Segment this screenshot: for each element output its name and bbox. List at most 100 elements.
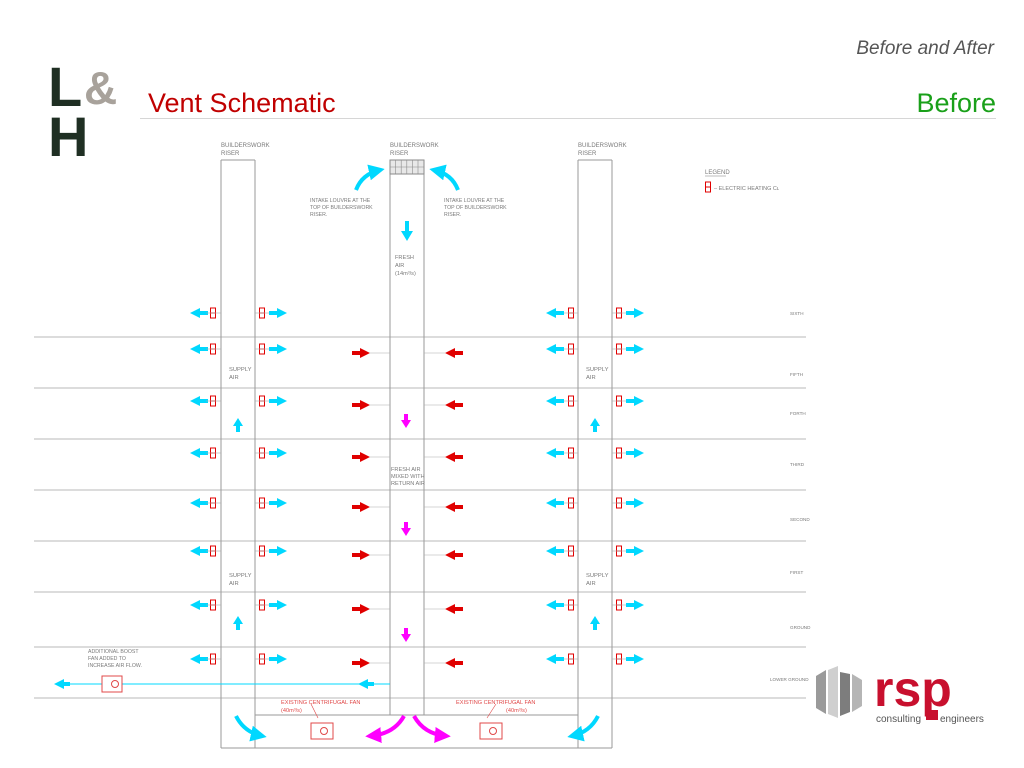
supply-arrow-left (546, 654, 564, 664)
return-arrow-right (352, 400, 370, 410)
boost-inlet-arrow (358, 679, 374, 689)
fan-rotor (489, 727, 497, 735)
supply-arrow-left (546, 308, 564, 318)
supply-air-label: AIR (586, 375, 596, 381)
fresh-air-label: FRESH (395, 255, 414, 261)
slide-subtitle: Before and After (856, 38, 994, 59)
supply-arrow-right (626, 396, 644, 406)
supply-arrow-up (590, 616, 600, 630)
fan-note-right: EXISTING CENTRIFUGAL FAN (456, 700, 535, 706)
supply-arrow-right (269, 344, 287, 354)
intake-louvre (389, 159, 425, 175)
mixed-air-label: MIXED WITH (391, 474, 425, 480)
return-arrow-left (445, 604, 463, 614)
return-arrow-right (352, 452, 370, 462)
boost-fan-note: ADDITIONAL BOOST (88, 649, 139, 655)
mixed-air-label: RETURN AIR (391, 481, 425, 487)
supply-arrow-right (626, 344, 644, 354)
floor-label: SIXTH (790, 311, 804, 316)
mixed-arrow-down (401, 414, 411, 428)
intake-note-right: INTAKE LOUVRE AT THE (444, 198, 505, 204)
fan-leader (486, 703, 497, 719)
supply-air-label: SUPPLY (586, 367, 609, 373)
supply-arrow-right (269, 396, 287, 406)
supply-arrow-right (626, 308, 644, 318)
riser-label: RISER (390, 151, 409, 157)
boost-fan-note: INCREASE AIR FLOW. (88, 663, 142, 669)
supply-arrow-left (190, 396, 208, 406)
mixed-arrow-down (401, 522, 411, 536)
supply-arrow-right (269, 600, 287, 610)
rsp-tagline-consulting: consulting (876, 714, 921, 725)
intake-note-left: INTAKE LOUVRE AT THE (310, 198, 371, 204)
mixed-arrow-left (365, 714, 406, 744)
fan-leader (310, 703, 319, 719)
riser-label: BUILDERSWORK (578, 143, 627, 149)
flow-glyphs (54, 164, 711, 744)
floor-label: FIFTH (790, 372, 803, 377)
rsp-wordmark: rsp (874, 662, 952, 717)
supply-arrow-right (626, 654, 644, 664)
return-arrow-left (445, 550, 463, 560)
return-arrow-left (445, 452, 463, 462)
supply-arrow-left (546, 546, 564, 556)
supply-arrow-right (269, 448, 287, 458)
supply-arrow-right (626, 600, 644, 610)
return-arrow-left (445, 502, 463, 512)
supply-arrow-left (190, 546, 208, 556)
supply-arrow-left (190, 498, 208, 508)
supply-arrow-right (269, 654, 287, 664)
fan-body (310, 722, 334, 740)
return-arrow-left (445, 348, 463, 358)
logo-ampersand: & (84, 62, 117, 114)
return-arrow-right (352, 348, 370, 358)
legend-title: LEGEND (705, 170, 730, 176)
fan-note-left: (40m³/s) (281, 708, 302, 714)
floor-label: FORTH (790, 411, 806, 416)
fan-rotor (320, 727, 328, 735)
fresh-air-arrow (401, 221, 413, 241)
supply-arrow-right (626, 448, 644, 458)
supply-arrow-up (233, 616, 243, 630)
return-arrow-left (445, 400, 463, 410)
logo-letter-l: L (48, 55, 82, 118)
return-arrow-right (352, 502, 370, 512)
supply-arrow-right (626, 498, 644, 508)
fresh-air-label: (14m³/s) (395, 271, 416, 277)
boost-fan-note: FAN ADDED TO (88, 656, 126, 662)
return-arrow-left (445, 658, 463, 668)
floor-label: FIRST (790, 570, 803, 575)
logo-letter-h: H (48, 105, 88, 158)
header-divider (140, 118, 996, 119)
supply-arrow-left (546, 498, 564, 508)
lh-logo: L & H (48, 55, 117, 158)
return-arrow-right (352, 550, 370, 560)
plant-arrow-left (234, 715, 267, 742)
supply-air-label: SUPPLY (586, 573, 609, 579)
floor-lines (34, 336, 806, 699)
mixed-arrow-right (412, 714, 451, 743)
floor-label: LOWER GROUND (770, 677, 809, 682)
supply-air-label: AIR (229, 581, 239, 587)
riser-label: BUILDERSWORK (390, 143, 439, 149)
mixed-air-label: FRESH AIR (391, 467, 421, 473)
fan-note-left: EXISTING CENTRIFUGAL FAN (281, 700, 360, 706)
floor-label: SECOND (790, 517, 810, 522)
riser-label: BUILDERSWORK (221, 143, 270, 149)
supply-arrow-up (233, 418, 243, 432)
boost-fan (101, 675, 123, 693)
risers (220, 159, 613, 749)
supply-arrow-left (546, 396, 564, 406)
plant-arrow-right (567, 715, 600, 742)
boost-fan-rotor (111, 680, 119, 688)
intake-note-left: TOP OF BUILDERSWORK (310, 205, 373, 211)
intake-note-right: RISER. (444, 212, 461, 218)
before-label: Before (916, 88, 996, 118)
supply-arrow-right (269, 308, 287, 318)
intake-note-left: RISER. (310, 212, 327, 218)
supply-air-label: SUPPLY (229, 367, 252, 373)
supply-arrow-left (190, 600, 208, 610)
slide-title: Vent Schematic (148, 88, 336, 118)
supply-arrow-right (269, 546, 287, 556)
